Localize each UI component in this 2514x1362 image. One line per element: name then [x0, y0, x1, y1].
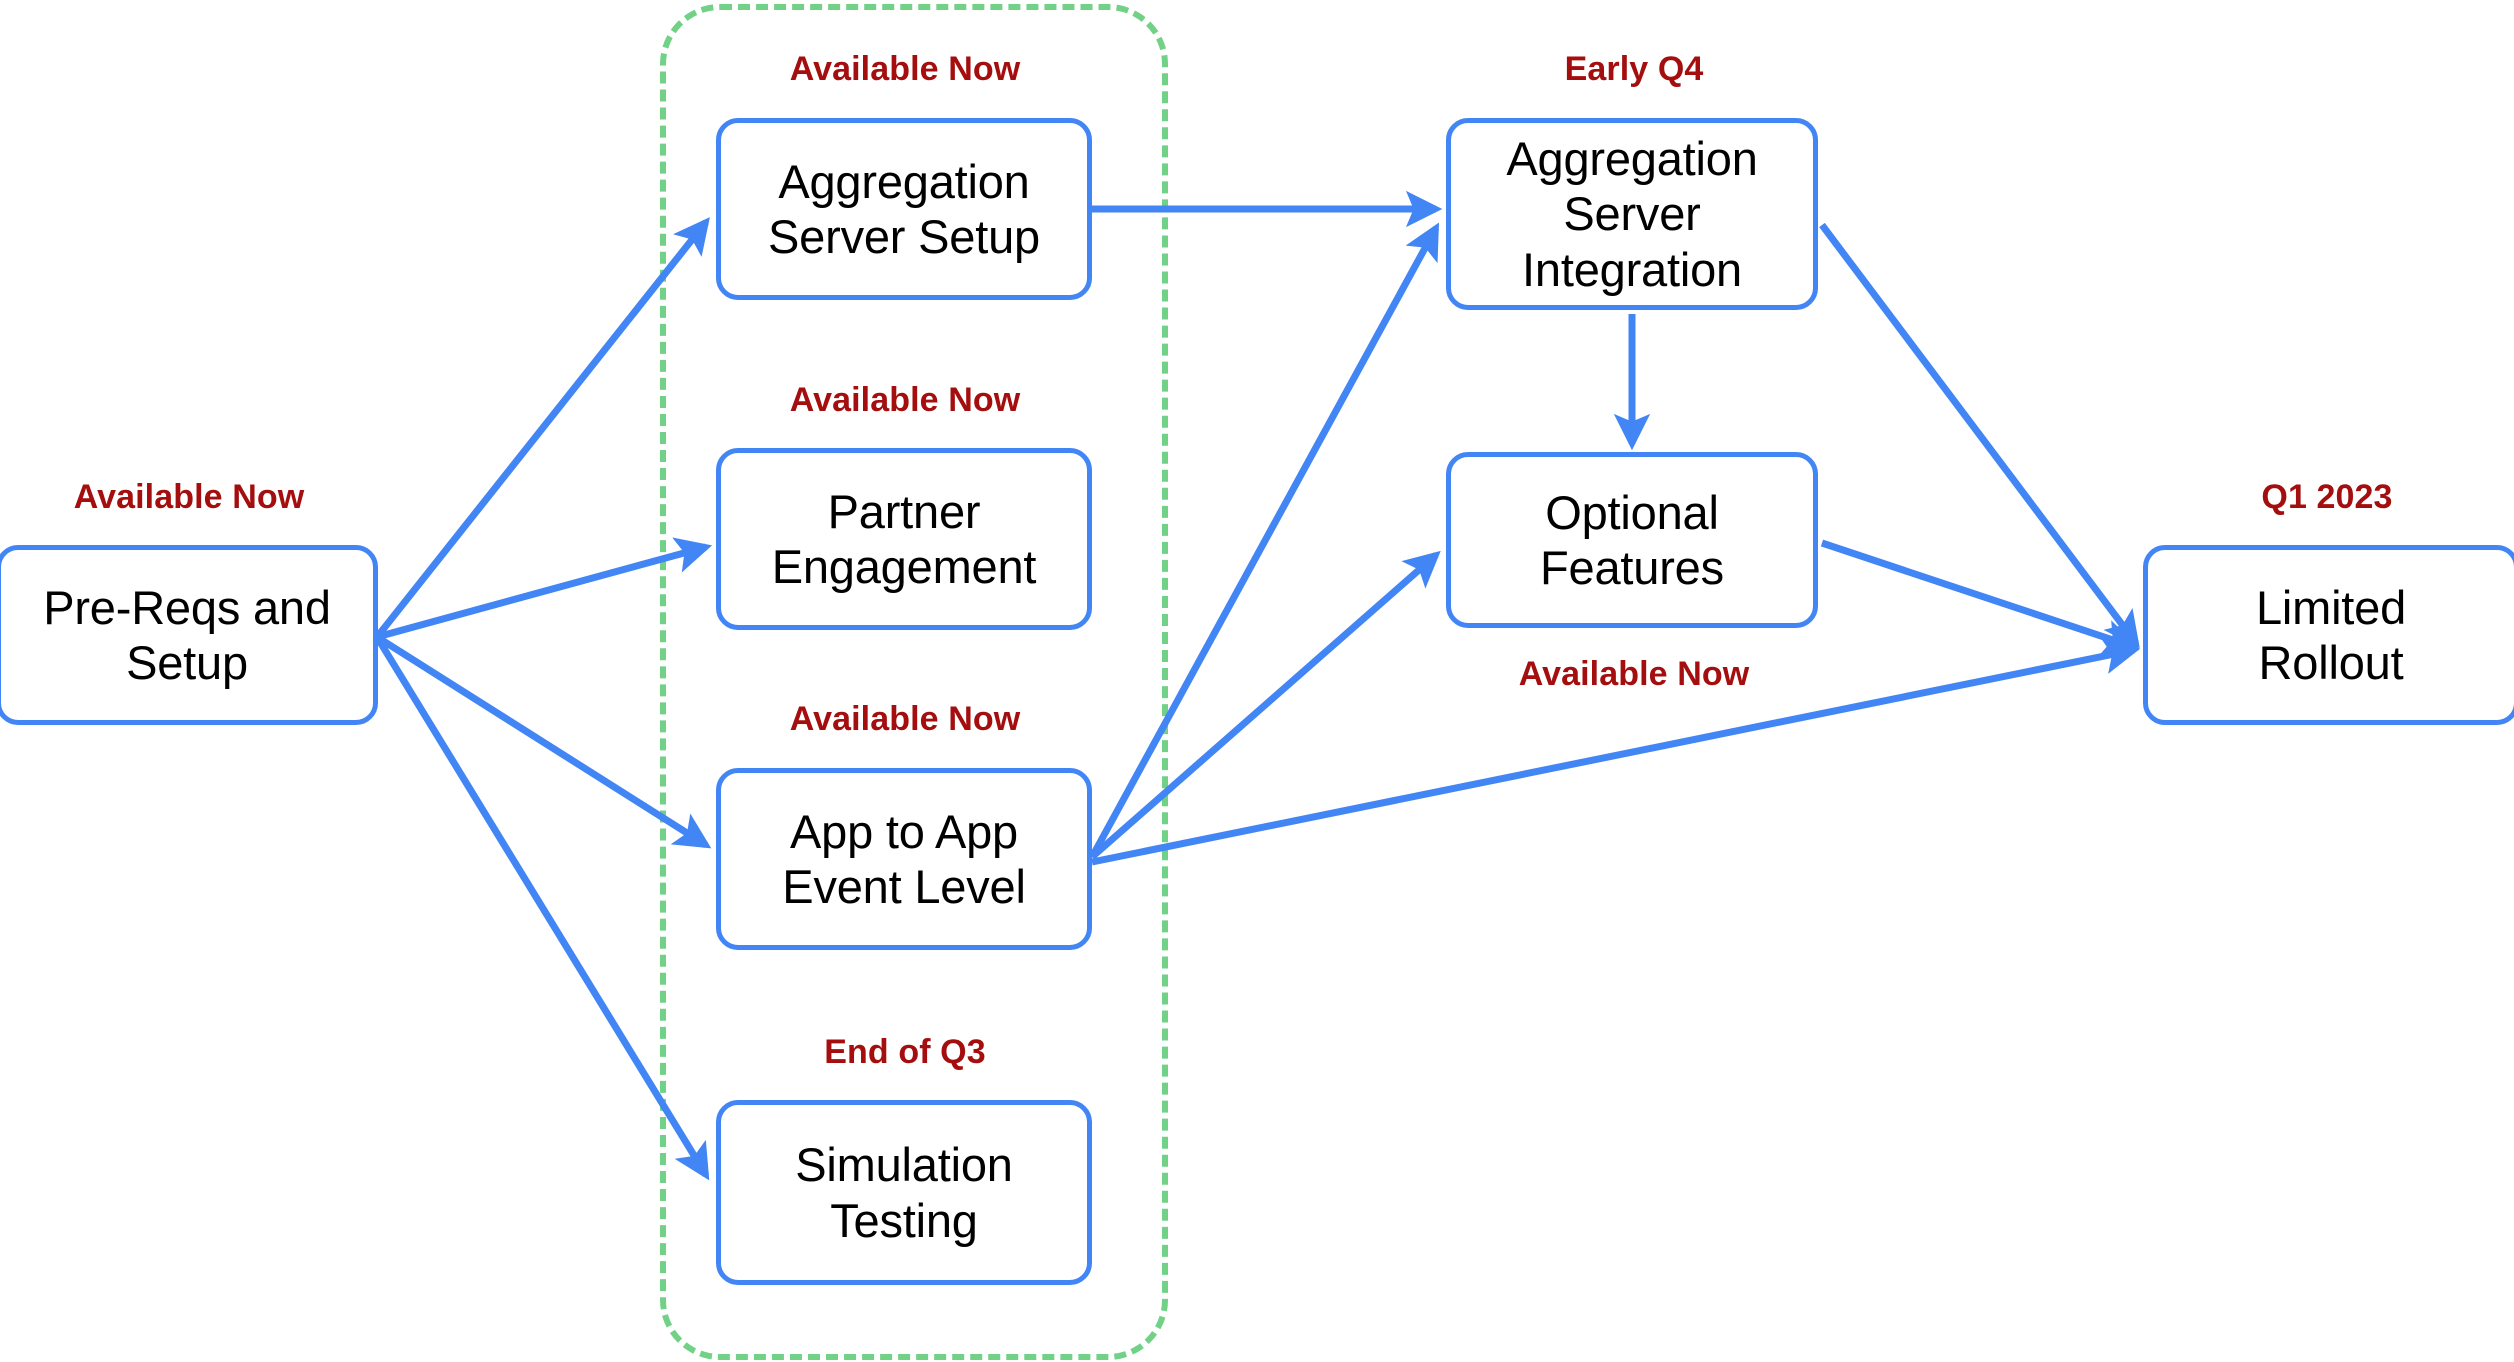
- edge-prereqs-to-simulation: [374, 635, 710, 1181]
- node-partner-engagement[interactable]: Partner Engagement: [716, 448, 1092, 630]
- node-label-simulation-testing: Simulation Testing: [795, 1138, 1013, 1247]
- milestone-optional-features: Available Now: [1518, 655, 1750, 693]
- node-simulation-testing[interactable]: Simulation Testing: [716, 1100, 1092, 1285]
- node-pre-reqs-and-setup[interactable]: Pre-Reqs and Setup: [0, 545, 378, 725]
- edge-agg-integration-to-limited-rollout: [1819, 222, 2140, 649]
- milestone-app-to-app-event-level: Available Now: [789, 700, 1021, 738]
- node-optional-features[interactable]: Optional Features: [1446, 452, 1818, 628]
- milestone-aggregation-server-integration: Early Q4: [1564, 50, 1704, 88]
- milestone-partner-engagement: Available Now: [789, 381, 1021, 419]
- node-app-to-app-event-level[interactable]: App to App Event Level: [716, 768, 1092, 950]
- node-label-app-to-app-event-level: App to App Event Level: [782, 804, 1026, 913]
- edge-optional-to-limited-rollout: [1820, 539, 2140, 655]
- node-label-pre-reqs-and-setup: Pre-Reqs and Setup: [43, 580, 331, 689]
- node-label-partner-engagement: Partner Engagement: [771, 484, 1037, 593]
- node-limited-rollout[interactable]: Limited Rollout: [2143, 545, 2514, 725]
- edge-prereqs-to-agg-setup: [374, 217, 710, 640]
- node-label-limited-rollout: Limited Rollout: [2255, 580, 2407, 689]
- milestone-aggregation-server-setup: Available Now: [789, 50, 1021, 88]
- edge-prereqs-to-partner: [376, 537, 713, 641]
- milestone-limited-rollout: Q1 2023: [2261, 478, 2393, 516]
- milestone-simulation-testing: End of Q3: [824, 1033, 986, 1071]
- node-label-optional-features: Optional Features: [1540, 485, 1724, 594]
- node-aggregation-server-integration[interactable]: Aggregation Server Integration: [1446, 118, 1818, 310]
- node-label-aggregation-server-setup: Aggregation Server Setup: [768, 154, 1040, 263]
- node-label-aggregation-server-integration: Aggregation Server Integration: [1506, 131, 1758, 296]
- edge-prereqs-to-app-to-app: [375, 634, 712, 849]
- milestone-pre-reqs-and-setup: Available Now: [73, 478, 305, 516]
- node-aggregation-server-setup[interactable]: Aggregation Server Setup: [716, 118, 1092, 300]
